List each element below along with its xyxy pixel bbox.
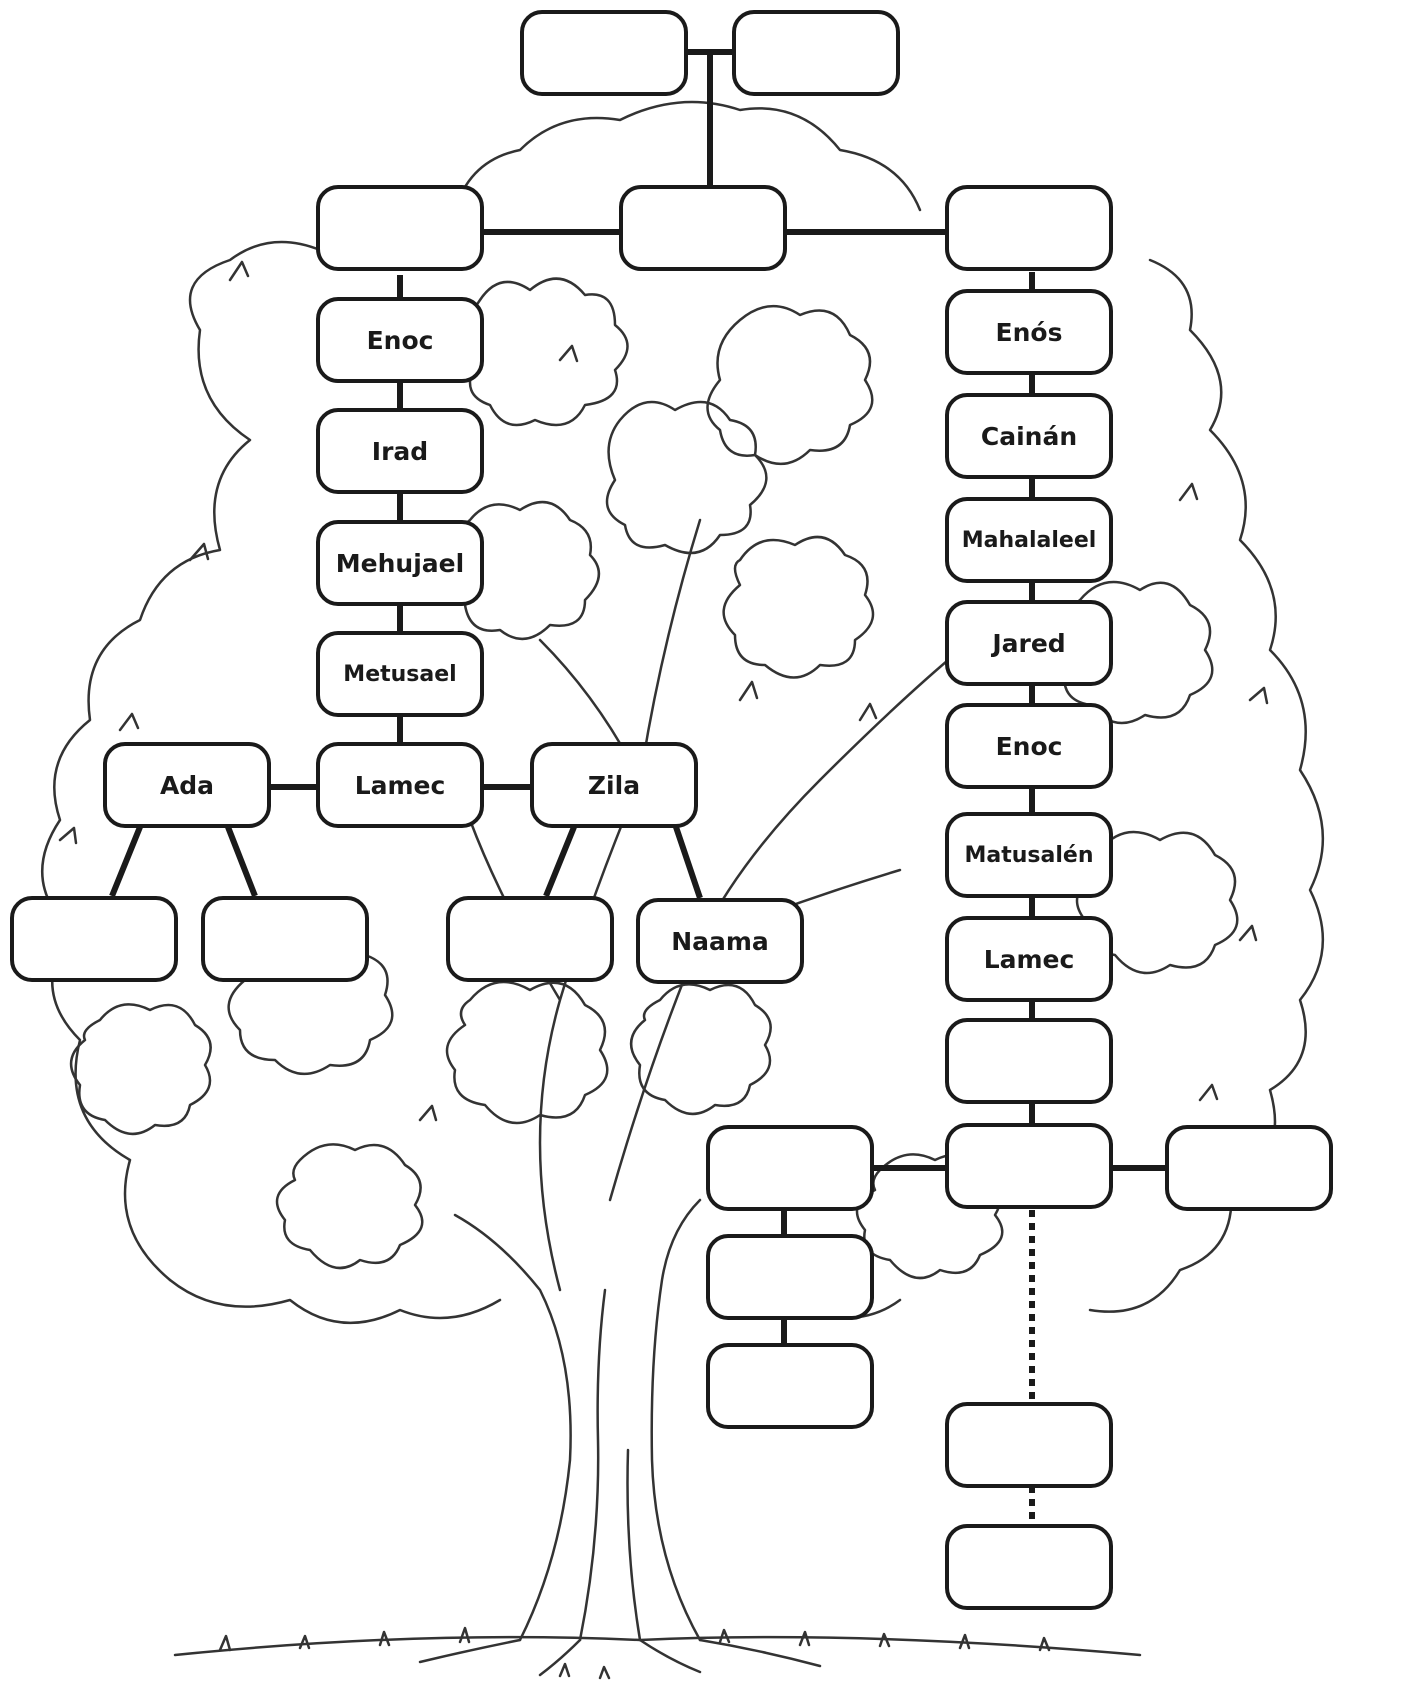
connector-line (676, 827, 700, 898)
bottom-column-box (945, 1402, 1113, 1488)
tree-branch (470, 780, 820, 1290)
ada-box: Ada (103, 742, 271, 828)
seth-line-box: Lamec (945, 916, 1113, 1002)
ada-child-1-box (10, 896, 178, 982)
seth-line-box: Cainán (945, 393, 1113, 479)
foliage-cluster (277, 1144, 422, 1268)
zila-child-box (446, 896, 614, 982)
foliage-cluster (447, 982, 607, 1123)
bottom-column-box (945, 1524, 1113, 1610)
cain-line-box: Metusael (316, 631, 484, 717)
seth-line-box: Mahalaleel (945, 497, 1113, 583)
tree-roots (420, 1640, 820, 1675)
foliage-cluster (466, 279, 627, 425)
son-right-box (1165, 1125, 1333, 1211)
lamec-box: Lamec (316, 742, 484, 828)
noah-box (945, 1018, 1113, 1104)
cain-line-box: Irad (316, 408, 484, 494)
tree-trunk (455, 1200, 700, 1640)
tree-trunk-inner (580, 1290, 640, 1640)
connector-line (112, 827, 140, 896)
foliage-cluster (631, 984, 771, 1114)
gen2-right-box (945, 185, 1113, 271)
connector-line (546, 827, 574, 896)
ground-grass (220, 1628, 1049, 1678)
foliage-cluster (607, 402, 766, 553)
left-column-box (706, 1234, 874, 1320)
naama-box: Naama (636, 898, 804, 984)
seth-line-box: Matusalén (945, 812, 1113, 898)
foliage-cluster (724, 537, 873, 678)
son-left-box (706, 1125, 874, 1211)
cain-line-box: Enoc (316, 297, 484, 383)
top-left-box (520, 10, 688, 96)
ada-child-2-box (201, 896, 369, 982)
zila-box: Zila (530, 742, 698, 828)
foliage-cluster (708, 306, 873, 464)
seth-line-box: Enós (945, 289, 1113, 375)
top-right-box (732, 10, 900, 96)
gen2-left-box (316, 185, 484, 271)
cain-line-box: Mehujael (316, 520, 484, 606)
foliage-cluster (71, 1004, 211, 1134)
son-center-box (945, 1123, 1113, 1209)
tree-branch (540, 520, 960, 940)
connector-line (228, 827, 255, 896)
seth-line-box: Enoc (945, 703, 1113, 789)
gen2-center-box (619, 185, 787, 271)
seth-line-box: Jared (945, 600, 1113, 686)
left-column-box (706, 1343, 874, 1429)
